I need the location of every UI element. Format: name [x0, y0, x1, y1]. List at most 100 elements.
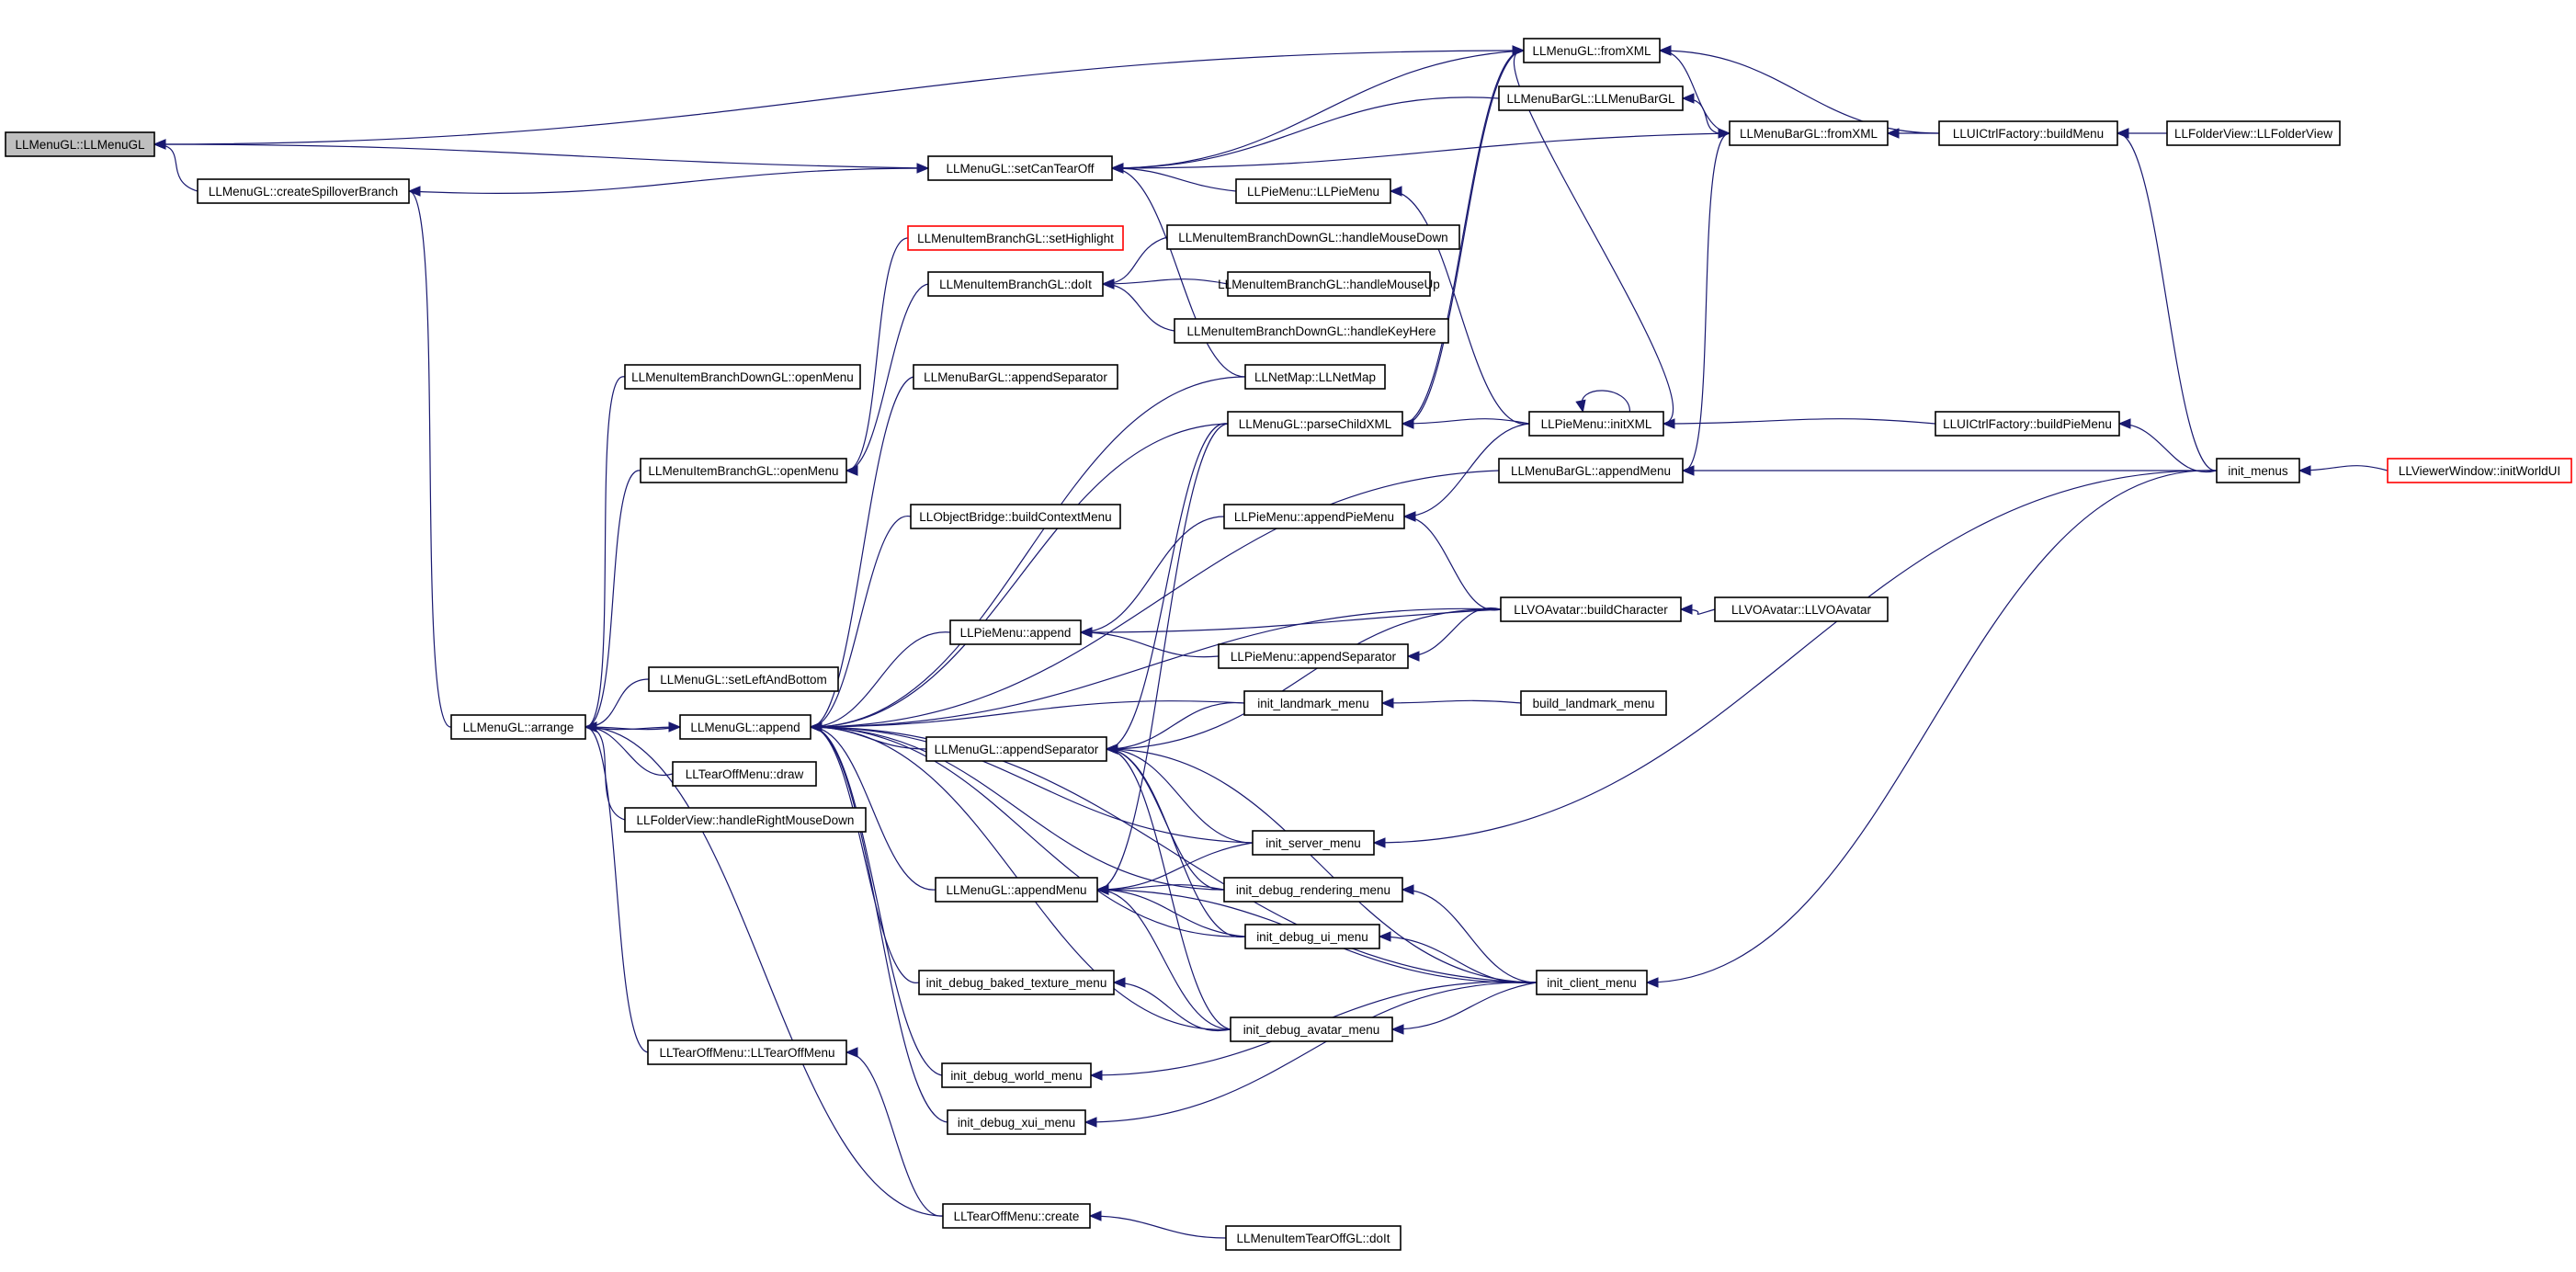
graph-node-n34[interactable]: init_server_menu [1252, 830, 1375, 856]
graph-node-n15[interactable]: LLPieMenu::append [949, 619, 1082, 645]
graph-node-n1[interactable]: LLMenuGL::createSpilloverBranch [197, 178, 410, 204]
node-box[interactable] [672, 761, 817, 787]
node-box[interactable] [1227, 271, 1431, 297]
node-box[interactable] [1244, 364, 1386, 390]
graph-node-n42[interactable]: build_landmark_menu [1520, 690, 1667, 716]
graph-node-n6[interactable]: LLMenuGL::append [679, 714, 811, 740]
graph-node-n0[interactable]: LLMenuGL::LLMenuGL [5, 131, 155, 157]
graph-node-n32[interactable]: LLPieMenu::appendSeparator [1218, 643, 1409, 669]
graph-node-n12[interactable]: LLMenuItemBranchGL::doIt [927, 271, 1104, 297]
node-box[interactable] [648, 666, 839, 692]
node-box[interactable] [2166, 120, 2341, 146]
graph-node-n38[interactable]: LLMenuItemTearOffGL::doIt [1225, 1225, 1401, 1251]
graph-node-n45[interactable]: LLUICtrlFactory::buildPieMenu [1935, 411, 2120, 437]
node-box[interactable] [1935, 411, 2120, 437]
graph-node-n7[interactable]: LLTearOffMenu::draw [672, 761, 817, 787]
node-box[interactable] [949, 619, 1082, 645]
node-box[interactable] [913, 364, 1118, 390]
node-box[interactable] [1218, 643, 1409, 669]
node-box[interactable] [925, 736, 1107, 762]
graph-node-n3[interactable]: LLMenuItemBranchDownGL::openMenu [624, 364, 861, 390]
node-box[interactable] [1223, 504, 1405, 529]
graph-node-n19[interactable]: init_debug_world_menu [941, 1062, 1092, 1088]
node-box[interactable] [910, 504, 1121, 529]
node-box[interactable] [1244, 924, 1380, 949]
node-box[interactable] [1938, 120, 2118, 146]
node-box[interactable] [935, 877, 1098, 903]
node-box[interactable] [1174, 318, 1449, 344]
node-box[interactable] [624, 364, 861, 390]
graph-node-n35[interactable]: init_debug_rendering_menu [1223, 877, 1403, 903]
graph-node-n39[interactable]: LLPieMenu::initXML [1528, 411, 1664, 437]
graph-node-n26[interactable]: LLMenuItemBranchGL::handleMouseUp [1218, 271, 1440, 297]
graph-node-n17[interactable]: LLMenuGL::appendMenu [935, 877, 1098, 903]
graph-node-n18[interactable]: init_debug_baked_texture_menu [918, 970, 1115, 995]
node-box[interactable] [2387, 458, 2572, 483]
node-box[interactable] [1500, 596, 1682, 622]
node-box[interactable] [624, 807, 867, 833]
node-box[interactable] [1230, 1016, 1393, 1042]
graph-node-n10[interactable]: LLMenuGL::setCanTearOff [927, 155, 1113, 181]
node-box[interactable] [1243, 690, 1383, 716]
graph-node-n23[interactable]: LLMenuBarGL::LLMenuBarGL [1498, 85, 1684, 111]
graph-node-n29[interactable]: LLMenuGL::parseChildXML [1227, 411, 1403, 437]
node-box[interactable] [1536, 970, 1648, 995]
graph-node-n22[interactable]: LLMenuGL::fromXML [1523, 38, 1661, 63]
node-box[interactable] [907, 225, 1124, 251]
graph-node-n46[interactable]: LLVOAvatar::LLVOAvatar [1714, 596, 1889, 622]
node-box[interactable] [1520, 690, 1667, 716]
node-box[interactable] [1252, 830, 1375, 856]
graph-node-n30[interactable]: LLMenuBarGL::appendMenu [1498, 458, 1684, 483]
node-box[interactable] [941, 1062, 1092, 1088]
node-box[interactable] [647, 1039, 847, 1065]
graph-node-n43[interactable]: init_client_menu [1536, 970, 1648, 995]
graph-node-n41[interactable]: LLVOAvatar::buildCharacter [1500, 596, 1682, 622]
graph-node-n20[interactable]: init_debug_xui_menu [947, 1109, 1086, 1135]
node-box[interactable] [1729, 120, 1889, 146]
graph-node-n14[interactable]: LLObjectBridge::buildContextMenu [910, 504, 1121, 529]
node-box[interactable] [918, 970, 1115, 995]
node-box[interactable] [1523, 38, 1661, 63]
graph-node-n25[interactable]: LLMenuItemBranchDownGL::handleMouseDown [1166, 224, 1460, 250]
graph-node-n33[interactable]: init_landmark_menu [1243, 690, 1383, 716]
node-box[interactable] [5, 131, 155, 157]
node-box[interactable] [197, 178, 410, 204]
graph-node-n24[interactable]: LLPieMenu::LLPieMenu [1235, 178, 1391, 204]
graph-node-n37[interactable]: init_debug_avatar_menu [1230, 1016, 1393, 1042]
graph-node-n40[interactable]: LLMenuBarGL::fromXML [1729, 120, 1889, 146]
node-box[interactable] [1714, 596, 1889, 622]
node-box[interactable] [640, 458, 847, 483]
graph-node-n9[interactable]: LLTearOffMenu::LLTearOffMenu [647, 1039, 847, 1065]
graph-node-n31[interactable]: LLPieMenu::appendPieMenu [1223, 504, 1405, 529]
node-box[interactable] [1225, 1225, 1401, 1251]
node-box[interactable] [450, 714, 586, 740]
graph-node-n5[interactable]: LLMenuGL::setLeftAndBottom [648, 666, 839, 692]
graph-node-n16[interactable]: LLMenuGL::appendSeparator [925, 736, 1107, 762]
graph-node-n36[interactable]: init_debug_ui_menu [1244, 924, 1380, 949]
node-box[interactable] [1498, 85, 1684, 111]
graph-node-n47[interactable]: LLFolderView::LLFolderView [2166, 120, 2341, 146]
graph-node-n8[interactable]: LLFolderView::handleRightMouseDown [624, 807, 867, 833]
graph-node-n13[interactable]: LLMenuBarGL::appendSeparator [913, 364, 1118, 390]
node-box[interactable] [942, 1203, 1091, 1229]
graph-node-n4[interactable]: LLMenuItemBranchGL::openMenu [640, 458, 847, 483]
node-box[interactable] [1227, 411, 1403, 437]
graph-node-n21[interactable]: LLTearOffMenu::create [942, 1203, 1091, 1229]
graph-node-n48[interactable]: init_menus [2216, 458, 2300, 483]
graph-node-n2[interactable]: LLMenuGL::arrange [450, 714, 586, 740]
node-box[interactable] [927, 155, 1113, 181]
node-box[interactable] [1498, 458, 1684, 483]
node-box[interactable] [679, 714, 811, 740]
graph-node-n11[interactable]: LLMenuItemBranchGL::setHighlight [907, 225, 1124, 251]
graph-node-n28[interactable]: LLNetMap::LLNetMap [1244, 364, 1386, 390]
node-box[interactable] [1528, 411, 1664, 437]
node-box[interactable] [1166, 224, 1460, 250]
graph-node-n44[interactable]: LLUICtrlFactory::buildMenu [1938, 120, 2118, 146]
node-box[interactable] [1235, 178, 1391, 204]
node-box[interactable] [927, 271, 1104, 297]
node-box[interactable] [947, 1109, 1086, 1135]
node-box[interactable] [2216, 458, 2300, 483]
graph-node-n27[interactable]: LLMenuItemBranchDownGL::handleKeyHere [1174, 318, 1449, 344]
node-box[interactable] [1223, 877, 1403, 903]
graph-node-n49[interactable]: LLViewerWindow::initWorldUI [2387, 458, 2572, 483]
